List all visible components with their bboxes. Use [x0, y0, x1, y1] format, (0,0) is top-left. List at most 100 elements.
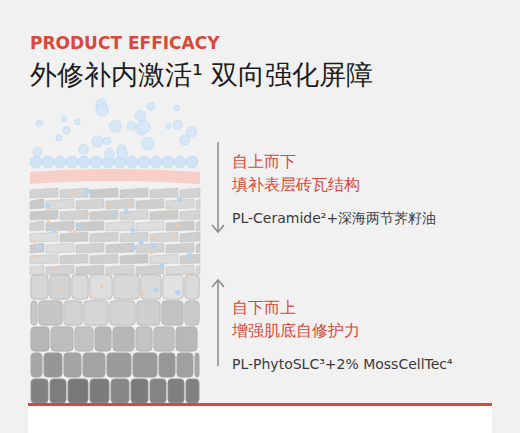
nutrient-dot — [175, 290, 180, 295]
nutrient-dot — [141, 292, 144, 295]
nutrient-dot — [152, 243, 157, 248]
nutrient-dot — [130, 228, 135, 233]
skin-cell — [150, 379, 166, 403]
nutrient-dot — [124, 209, 129, 214]
bubble — [137, 121, 150, 134]
bead — [42, 156, 54, 168]
skin-cell — [95, 327, 111, 351]
nutrient-dot — [172, 235, 175, 238]
bubble — [79, 144, 89, 154]
skin-cell — [50, 379, 66, 403]
nutrient-dot — [72, 192, 75, 195]
brick-cell — [136, 221, 164, 231]
bubble — [109, 120, 121, 132]
bubble — [127, 122, 135, 130]
skin-cell — [90, 379, 109, 403]
bead — [78, 156, 90, 168]
skin-cell — [83, 353, 105, 377]
section-tag: PRODUCT EFFICACY — [30, 33, 220, 53]
brick-cell — [30, 199, 44, 209]
bead — [126, 156, 138, 168]
skin-cell — [185, 275, 199, 299]
brick-cell — [150, 188, 178, 198]
brick-cell — [106, 199, 134, 209]
ingredient-text: PL-PhytoSLC³+2% MossCellTec⁴ — [232, 356, 453, 372]
nutrient-dot — [107, 204, 110, 207]
bead — [138, 156, 150, 168]
brick-cell — [166, 221, 194, 231]
brick-cell — [136, 243, 164, 253]
nutrient-dot — [111, 211, 116, 216]
brick-cell — [30, 243, 44, 253]
bubble — [92, 136, 103, 147]
skin-cell — [162, 301, 183, 325]
brick-cell — [90, 254, 118, 264]
skin-cell — [44, 353, 62, 377]
skin-cell — [185, 301, 199, 325]
brick-cell — [60, 188, 88, 198]
skin-cell — [111, 379, 129, 403]
brick-cell — [30, 221, 44, 231]
skin-cell — [176, 327, 197, 351]
step-heading: 自下而上 — [232, 298, 296, 319]
bubble — [147, 103, 155, 111]
brick-cell — [46, 243, 74, 253]
brick-cell — [106, 265, 134, 275]
brick-cell — [166, 243, 194, 253]
nutrient-dot — [186, 275, 189, 278]
skin-cell — [31, 275, 48, 299]
skin-cell — [68, 379, 88, 403]
panel-rule — [28, 403, 492, 406]
bubble — [62, 117, 67, 122]
skin-cell — [177, 353, 193, 377]
main-title: 外修补内激活¹ 双向强化屏障 — [30, 57, 373, 93]
brick-cell — [46, 265, 74, 275]
brick-cell — [76, 221, 104, 231]
skin-cell — [75, 327, 93, 351]
brick-cell — [30, 210, 58, 220]
nutrient-dot — [47, 220, 50, 223]
skin-cell — [84, 301, 108, 325]
brick-cell — [196, 199, 200, 209]
nutrient-dot — [45, 203, 50, 208]
nutrient-dot — [100, 285, 103, 288]
direction-arrows — [212, 142, 224, 366]
nutrient-dot — [88, 212, 91, 215]
bubble — [173, 120, 182, 129]
bubble — [105, 148, 115, 158]
nutrient-dot — [46, 210, 49, 213]
bubble — [142, 137, 154, 149]
nutrient-dot — [127, 201, 130, 204]
nutrient-dot — [187, 252, 192, 257]
brick-cell — [46, 199, 74, 209]
brick-cell — [30, 254, 58, 264]
nutrient-dot — [85, 188, 90, 193]
skin-cell — [133, 353, 157, 377]
brick-cell — [120, 254, 148, 264]
bubble — [36, 120, 42, 126]
bubble — [33, 147, 42, 156]
nutrient-dot — [76, 224, 81, 229]
skin-cell — [137, 301, 160, 325]
brick-cell — [150, 210, 178, 220]
nutrient-dot — [154, 287, 159, 292]
skin-cell — [50, 275, 70, 299]
brick-cell — [30, 188, 58, 198]
skin-cell — [51, 327, 73, 351]
bubble — [174, 105, 180, 111]
nutrient-dot — [58, 288, 61, 291]
nutrient-dot — [36, 244, 41, 249]
skin-layers — [30, 188, 200, 403]
skin-cell — [131, 379, 148, 403]
brick-cell — [180, 232, 200, 242]
skin-cell — [114, 275, 139, 299]
skin-cell — [64, 353, 81, 377]
bead — [54, 156, 66, 168]
nutrient-dot — [159, 263, 164, 268]
step-heading: 自上而下 — [232, 152, 296, 173]
bead — [150, 156, 162, 168]
skin-cell — [113, 327, 134, 351]
brick-cell — [150, 232, 178, 242]
brick-cell — [90, 210, 118, 220]
bead — [66, 156, 78, 168]
